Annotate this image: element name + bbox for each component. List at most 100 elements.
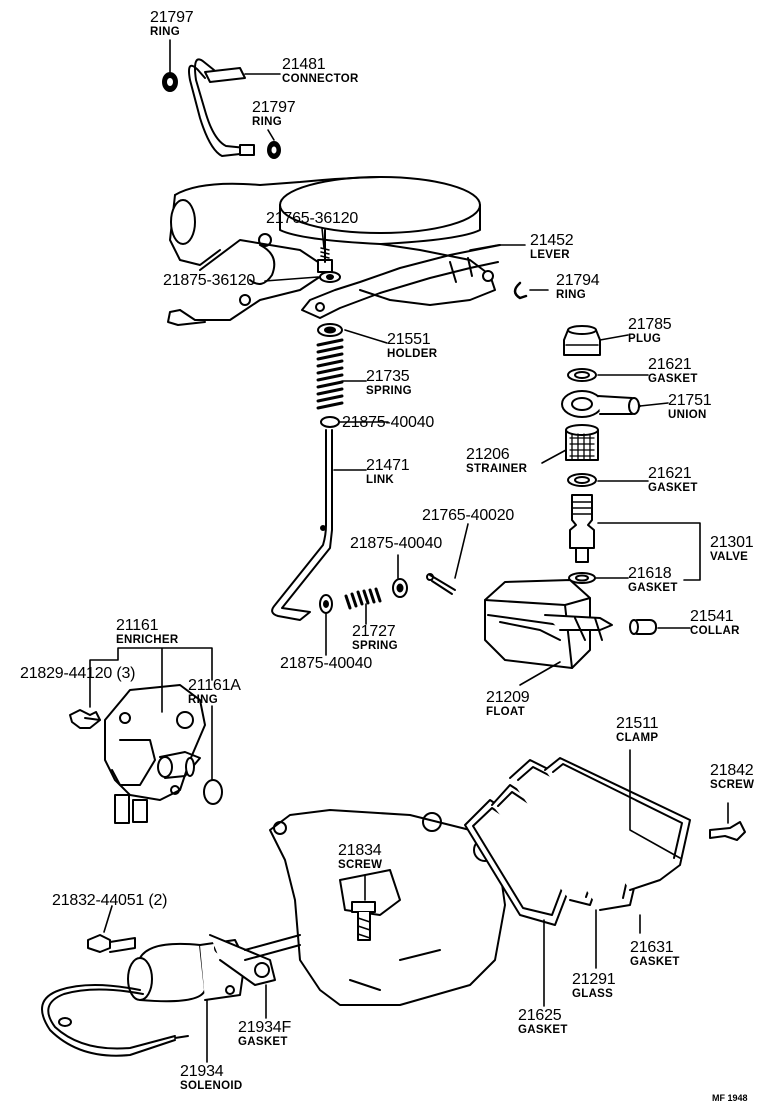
part-number: 21794 [556,272,600,289]
part-label-21301-valve: 21301 VALVE [710,535,754,564]
part-number: 21832-44051 (2) [52,892,168,909]
part-label-21794-ring: 21794 RING [556,273,600,302]
part-name: HOLDER [387,348,438,360]
part-label-21797-ring-top: 21797 RING [150,10,194,39]
part-name: GASKET [628,582,678,594]
enricher-drawing [69,684,223,824]
part-name: RING [188,694,218,706]
part-number: 21206 [466,446,510,463]
part-number: 21541 [690,608,734,625]
part-name: GASKET [648,482,698,494]
part-name: CLAMP [616,732,659,744]
part-label-21834-screw: 21834 SCREW [338,843,382,872]
part-label-21765-36120: 21765-36120 [266,211,358,227]
sight-glass-assembly-drawing [464,757,746,926]
part-number: 21727 [352,623,396,640]
part-label-21875-40040-middle: 21875-40040 [350,536,442,552]
part-label-21765-40020: 21765-40020 [422,508,514,524]
part-number: 21875-40040 [342,414,435,431]
part-name: RING [556,289,586,301]
part-number: 21875-36120 [163,272,256,289]
part-number: 21751 [668,392,712,409]
part-number: 21842 [710,762,754,779]
part-label-21797-ring-bottom: 21797 RING [252,100,296,129]
part-label-21735-spring: 21735 SPRING [366,369,412,398]
part-number: 21551 [387,331,431,348]
part-name: UNION [668,409,707,421]
part-number: 21797 [252,99,296,116]
part-name: SPRING [366,385,412,397]
part-number: 21301 [710,534,754,551]
part-number: 21621 [648,356,692,373]
part-number: 21934F [238,1019,292,1036]
figure-reference-code: MF 1948 [712,1093,748,1103]
part-name: CONNECTOR [282,73,359,85]
part-label-21161-enricher: 21161 ENRICHER [116,618,178,647]
part-number: 21631 [630,939,674,956]
part-number: 21765-36120 [266,210,359,227]
part-label-21471-link: 21471 LINK [366,458,410,487]
part-number: 21161 [116,617,159,634]
part-label-21875-40040-upper: 21875-40040 [342,415,434,431]
part-label-21842-screw: 21842 SCREW [710,763,754,792]
part-number: 21735 [366,368,410,385]
part-name: RING [150,26,180,38]
solenoid-drawing [41,934,301,1057]
part-name: PLUG [628,333,662,345]
part-label-21481-connector: 21481 CONNECTOR [282,57,359,86]
part-label-21621-gasket-upper: 21621 GASKET [648,357,698,386]
part-number: 21471 [366,457,410,474]
part-name: COLLAR [690,625,740,637]
part-number: 21875-40040 [350,535,443,552]
part-number: 21452 [530,232,574,249]
part-label-21829-44120: 21829-44120 (3) [20,666,136,682]
fuel-pipe-drawing [162,58,281,159]
part-number: 21785 [628,316,672,333]
part-number: 21834 [338,842,382,859]
part-number: 21209 [486,689,530,706]
part-name: SPRING [352,640,398,652]
part-label-21541-collar: 21541 COLLAR [690,609,740,638]
part-label-21618-gasket: 21618 GASKET [628,566,678,595]
part-number: 21291 [572,971,616,988]
part-name: VALVE [710,551,749,563]
part-label-21621-gasket-lower: 21621 GASKET [648,466,698,495]
part-name: RING [252,116,282,128]
part-number: 21765-40020 [422,507,515,524]
part-label-21934f-gasket: 21934F GASKET [238,1020,291,1049]
leader-lines [89,39,729,1063]
part-label-21727-spring: 21727 SPRING [352,624,398,653]
part-label-21291-glass: 21291 GLASS [572,972,616,1001]
part-label-21751-union: 21751 UNION [668,393,712,422]
part-name: ENRICHER [116,634,179,646]
part-name: SCREW [338,859,383,871]
part-label-21785-plug: 21785 PLUG [628,317,672,346]
part-number: 21481 [282,56,326,73]
part-number: 21625 [518,1007,562,1024]
part-name: LINK [366,474,395,486]
part-number: 21511 [616,715,659,732]
part-label-21875-36120: 21875-36120 [163,273,255,289]
part-number: 21618 [628,565,672,582]
part-label-21511-clamp: 21511 CLAMP [616,715,659,745]
part-label-21209-float: 21209 FLOAT [486,690,530,719]
part-number: 21875-40040 [280,655,373,672]
part-name: GLASS [572,988,614,1000]
part-label-21206-strainer: 21206 STRAINER [466,447,527,476]
part-label-21631-gasket: 21631 GASKET [630,940,680,969]
part-number: 21934 [180,1063,224,1080]
part-name: GASKET [518,1024,568,1036]
part-label-21161a-ring: 21161A RING [188,678,241,707]
part-number: 21161A [188,677,241,694]
part-label-21551-holder: 21551 HOLDER [387,332,437,361]
carburetor-top-cover-drawing [167,176,528,326]
part-name: GASKET [648,373,698,385]
part-name: SOLENOID [180,1080,243,1092]
float-drawing [484,579,657,669]
part-number: 21621 [648,465,692,482]
part-label-21625-gasket: 21625 GASKET [518,1008,568,1037]
part-name: GASKET [238,1036,288,1048]
needle-valve-stack-drawing [561,325,641,584]
part-label-21934-solenoid: 21934 SOLENOID [180,1064,242,1093]
